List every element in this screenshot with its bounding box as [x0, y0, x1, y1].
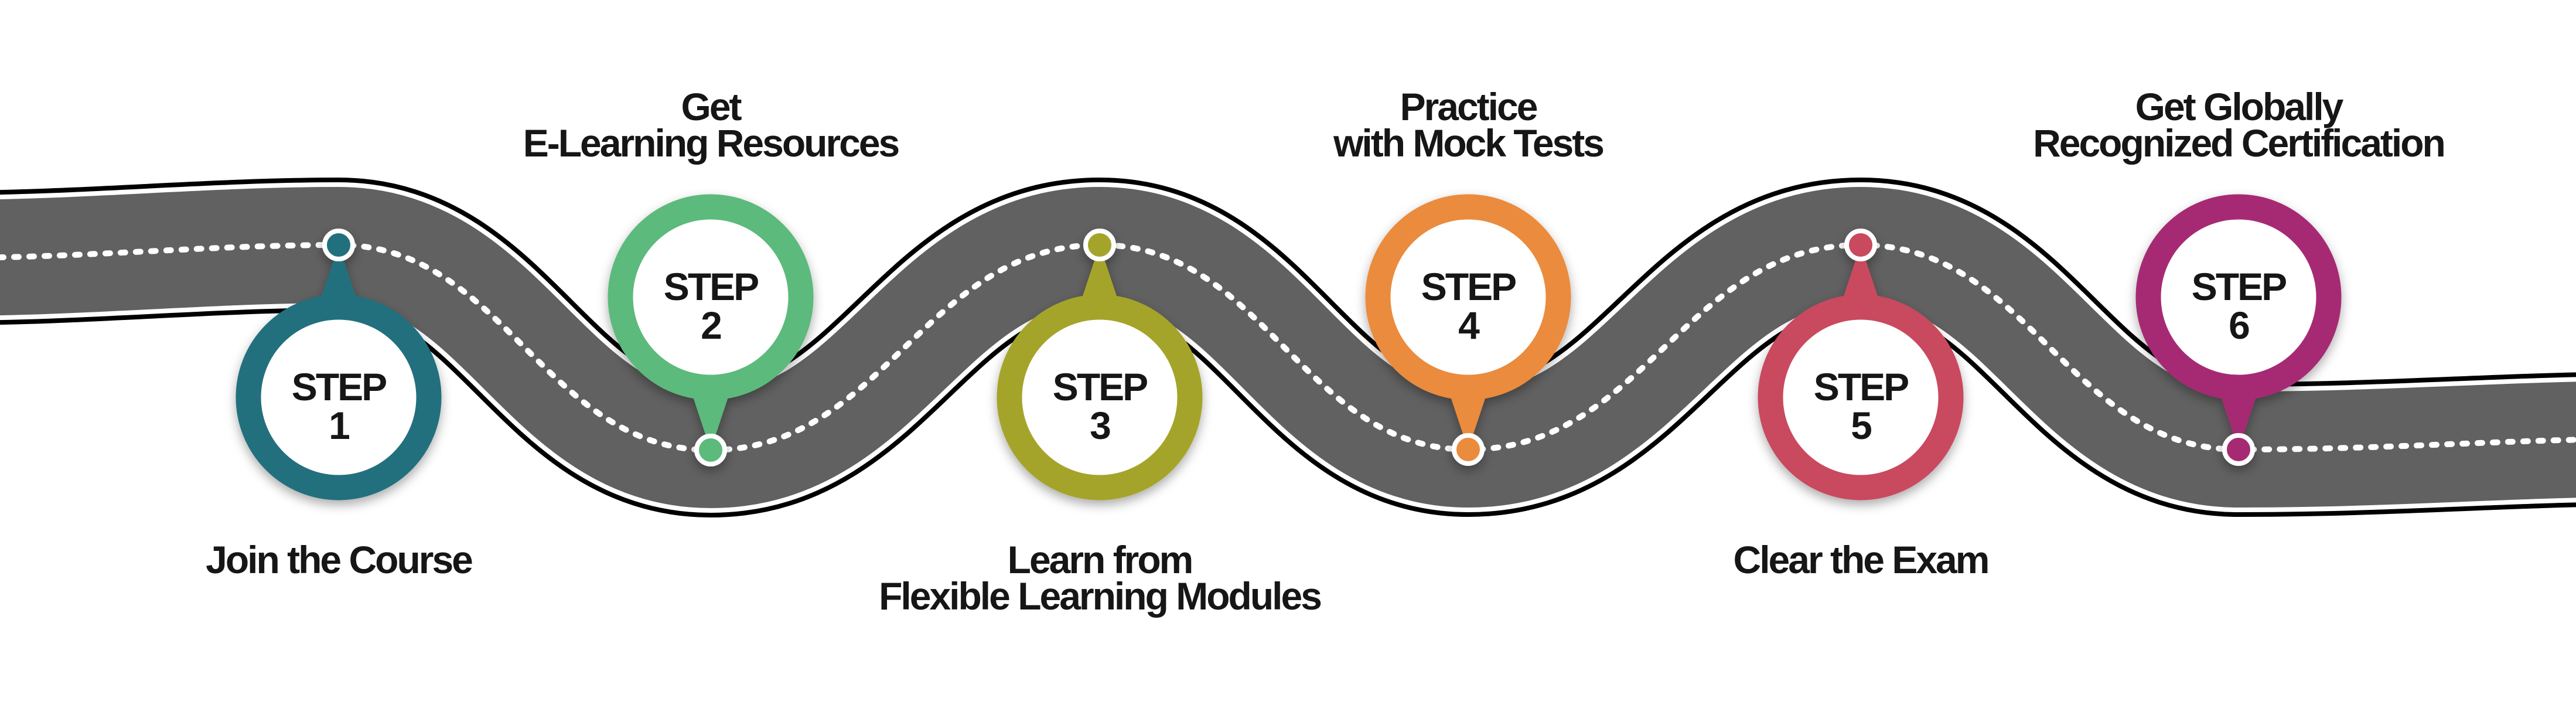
step-2-title: Get E-Learning Resources — [388, 85, 1033, 165]
step-1-road-dot — [322, 229, 355, 261]
step-6-marker — [2135, 194, 2342, 466]
step-5-ring — [1758, 294, 1964, 500]
step-6-title-line-2: Recognized Certification — [2033, 121, 2446, 165]
step-1-title-line-1: Join the Course — [206, 538, 473, 581]
step-5-word: STEP — [1813, 365, 1909, 408]
step-3-badge-text: STEP 3 — [1018, 367, 1182, 445]
step-1-marker — [236, 229, 442, 500]
step-4-badge-text: STEP 4 — [1386, 267, 1550, 345]
step-4-title-line-1: Practice — [1400, 85, 1538, 128]
step-2-marker — [608, 194, 814, 466]
step-1-number: 1 — [329, 404, 350, 447]
step-3-title-line-2: Flexible Learning Modules — [879, 574, 1322, 618]
step-2-title-line-1: Get — [681, 85, 742, 128]
step-1-title: Join the Course — [16, 538, 661, 581]
step-5-road-dot — [1844, 229, 1877, 261]
step-1-badge-text: STEP 1 — [257, 367, 421, 445]
step-3-title: Learn from Flexible Learning Modules — [777, 538, 1422, 618]
step-1-word: STEP — [291, 365, 387, 408]
step-3-word: STEP — [1052, 365, 1148, 408]
step-4-title: Practice with Mock Tests — [1146, 85, 1790, 165]
step-3-marker — [997, 229, 1203, 500]
step-2-word: STEP — [663, 265, 759, 308]
step-4-road-dot — [1452, 433, 1485, 466]
step-5-title-line-1: Clear the Exam — [1733, 538, 1990, 581]
step-6-number: 6 — [2229, 304, 2250, 347]
step-5-marker — [1758, 229, 1964, 500]
step-2-ring — [608, 194, 814, 400]
road-center-dashed-line — [0, 241, 2576, 454]
step-6-title-line-1: Get Globally — [2135, 85, 2344, 128]
step-6-title: Get Globally Recognized Certification — [1916, 85, 2561, 165]
step-4-title-line-2: with Mock Tests — [1333, 121, 1605, 165]
step-3-title-line-1: Learn from — [1007, 538, 1194, 581]
step-5-number: 5 — [1851, 404, 1872, 447]
step-6-badge-text: STEP 6 — [2157, 267, 2321, 345]
step-4-number: 4 — [1458, 304, 1480, 347]
step-5-badge-text: STEP 5 — [1779, 367, 1943, 445]
step-6-ring — [2135, 194, 2342, 400]
step-1-ring — [236, 294, 442, 500]
step-3-road-dot — [1083, 229, 1116, 261]
step-2-title-line-2: E-Learning Resources — [523, 121, 900, 165]
step-6-word: STEP — [2191, 265, 2287, 308]
step-5-title: Clear the Exam — [1538, 538, 2183, 581]
step-6-road-dot — [2222, 433, 2255, 466]
step-2-number: 2 — [701, 304, 722, 347]
step-3-number: 3 — [1090, 404, 1111, 447]
step-4-word: STEP — [1421, 265, 1517, 308]
step-4-marker — [1365, 194, 1571, 466]
step-2-badge-text: STEP 2 — [629, 267, 793, 345]
step-4-ring — [1365, 194, 1571, 400]
step-2-road-dot — [694, 434, 727, 466]
step-3-ring — [997, 294, 1203, 500]
